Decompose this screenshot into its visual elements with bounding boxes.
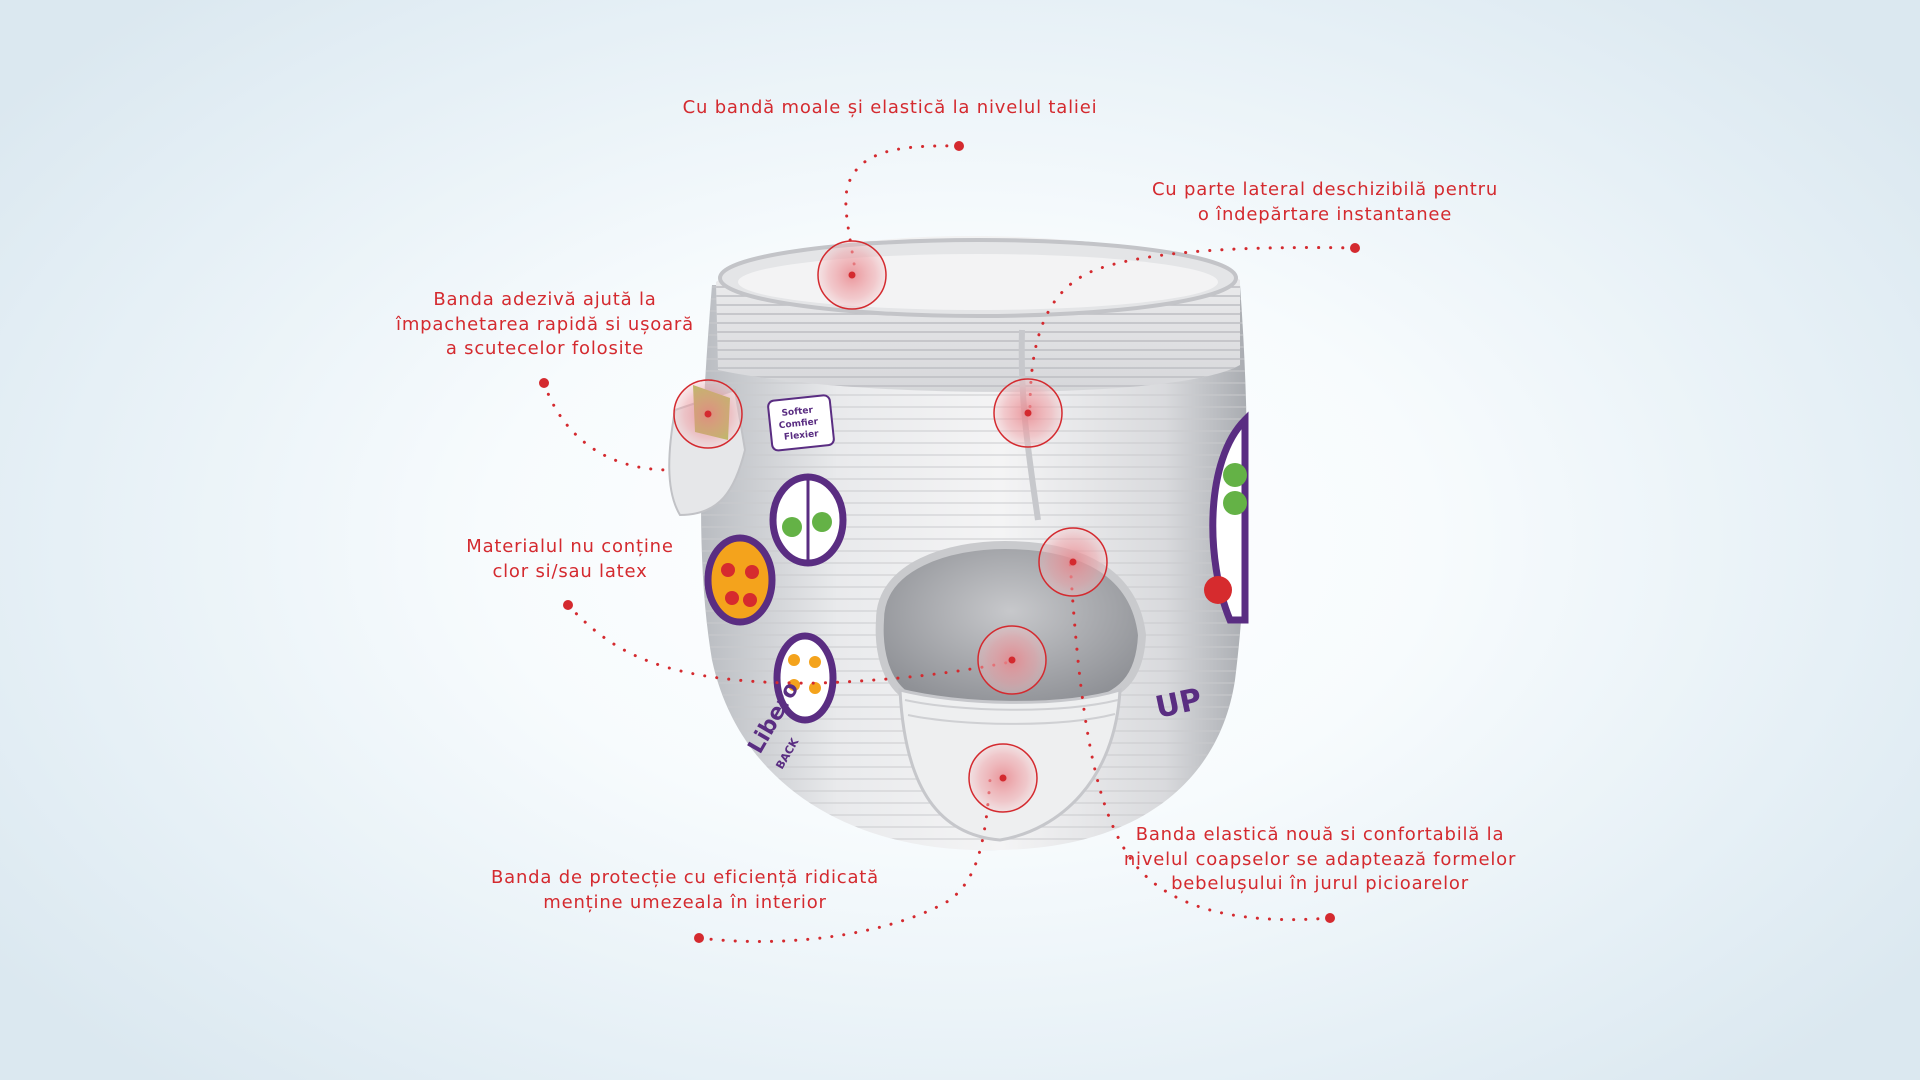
badge-line-1: Softer — [781, 406, 814, 419]
badge: Softer Comfier Flexier — [767, 394, 835, 452]
hotspots — [673, 240, 1108, 813]
badge-line-3: Flexier — [784, 429, 820, 443]
leader-lines — [542, 144, 1357, 943]
endpoint-material — [563, 600, 573, 610]
leader-barrier — [697, 778, 992, 943]
ladybug-white — [773, 632, 837, 724]
leader-tape — [542, 381, 672, 472]
endpoint-leg — [1325, 913, 1335, 923]
hotspot-leg — [1038, 527, 1108, 597]
leader-endpoints — [539, 141, 1360, 943]
leader-side — [1028, 246, 1357, 412]
callout-leg-band: Banda elastică nouă si confortabilă la n… — [1123, 824, 1517, 894]
badge-line-2: Comfier — [778, 417, 819, 431]
callout-tape: Banda adezivă ajută la împachetarea rapi… — [396, 289, 694, 359]
ladybug-green — [769, 473, 847, 567]
endpoint-barrier — [694, 933, 704, 943]
callout-side-open: Cu parte lateral deschizibilă pentru o î… — [1151, 179, 1499, 225]
hotspot-barrier — [968, 743, 1038, 813]
leader-leg — [1068, 558, 1332, 922]
endpoint-waist — [954, 141, 964, 151]
callout-barrier: Banda de protecție cu eficiență ridicată… — [491, 867, 879, 913]
hotspot-side — [993, 378, 1063, 448]
svg-text:Softer Comfier: Softer Comfier Flexier — [777, 405, 823, 443]
callout-material: Materialul nu conține clor si/sau latex — [466, 536, 674, 582]
hotspot-tape — [673, 379, 743, 449]
ladybug-orange — [704, 534, 776, 626]
hotspot-material — [977, 625, 1047, 695]
diaper-body: Softer Comfier Flexier — [668, 235, 1249, 851]
ladybug-right — [1204, 411, 1249, 624]
endpoint-tape — [539, 378, 549, 388]
callout-waist: Cu bandă moale și elastică la nivelul ta… — [682, 97, 1098, 118]
endpoint-side — [1350, 243, 1360, 253]
hotspot-waist — [817, 240, 887, 310]
